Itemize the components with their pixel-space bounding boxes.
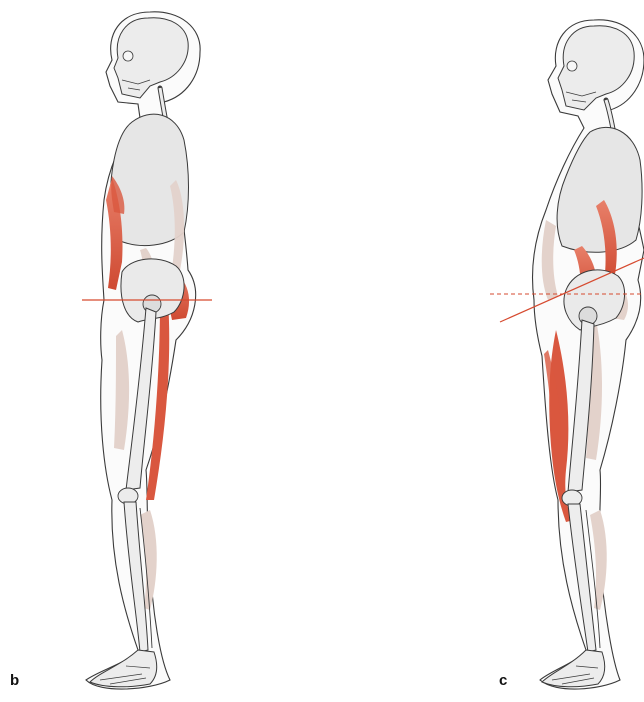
ribcage-c: [557, 127, 642, 252]
panel-label-c: c: [499, 672, 507, 689]
foot-b: [90, 650, 157, 687]
foot-c: [542, 650, 605, 687]
eye-socket-c: [567, 61, 577, 71]
figure-c-tilted-posture: [490, 20, 644, 689]
figure-b-upright-posture: [82, 12, 212, 689]
eye-socket-b: [123, 51, 133, 61]
panel-label-b: b: [10, 672, 19, 689]
